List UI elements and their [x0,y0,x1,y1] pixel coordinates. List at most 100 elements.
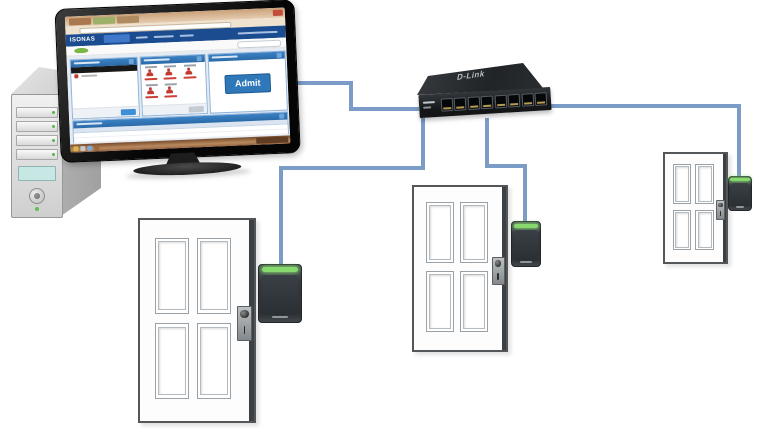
user-icon [163,65,183,81]
nav-item [135,36,148,39]
cable-switch-to-reader-2 [523,164,527,225]
ethernet-port [521,93,534,107]
door-panel [154,323,190,399]
cable-switch-to-reader-3 [541,104,741,108]
people-grid [144,64,203,99]
panel-header-icon [276,52,282,58]
door-panel [154,238,190,314]
panel-header-icon [279,113,285,119]
reader-face [513,229,539,261]
network-switch: D-Link [411,58,553,126]
taskbar-icon [87,145,93,151]
cable-monitor-to-switch [293,81,351,85]
company-logo-icon [74,47,89,54]
panel-people [139,53,209,117]
lock-plate [715,200,726,220]
panel-header-icon [128,58,134,65]
status-icon [74,74,79,79]
panel-header-icon [196,56,202,62]
door-panels [672,163,714,251]
lock-plate [236,306,253,341]
panel-footer [142,102,207,116]
browser-tab [68,17,92,26]
card-reader-3 [728,176,752,211]
panel-header [140,54,205,65]
card-reader-2 [511,221,541,267]
app-content: Admit [66,47,290,145]
browser-tab [116,15,140,24]
monitor: ISONAS [54,0,303,185]
monitor-screen: ISONAS [64,7,291,153]
drive-bay [16,135,58,146]
door-1 [138,218,256,423]
keyhole-icon [497,273,499,280]
nav-item [179,34,194,37]
user-icon [145,83,165,100]
user-icon [183,64,203,80]
ethernet-port [507,93,521,108]
close-icon [272,9,283,16]
ethernet-port [467,96,480,111]
keyhole-icon [719,211,721,216]
panel-action-button [188,105,204,113]
cable-monitor-to-switch [349,81,353,111]
reader-led [513,223,539,228]
app-brand-logo: ISONAS [69,36,96,44]
door-knob [718,202,723,208]
reader-face [261,275,299,316]
system-tray [256,136,289,144]
cable-switch-to-reader-2 [485,164,527,168]
drive-bay [16,149,58,160]
ethernet-port [453,97,467,111]
user-menu [237,30,278,35]
browser-tab [92,16,116,25]
server-tower [5,60,107,222]
tower-front-face [11,94,63,218]
cable-switch-to-reader-1 [279,166,283,268]
door-panel [695,209,714,251]
door-panel [459,270,488,333]
card-reader-1 [258,264,302,323]
door-panel [672,209,692,251]
list-item [71,71,137,81]
door-panel [196,323,232,399]
cable-switch-to-reader-3 [737,104,741,180]
ethernet-port [494,94,507,109]
admit-button[interactable]: Admit [224,73,272,95]
door-2 [412,185,508,352]
door-knob [494,260,502,267]
cable-switch-to-reader-1 [279,166,425,170]
panel-footer [72,105,140,119]
door-3 [663,152,728,264]
taskbar-icon [80,145,86,152]
nav-item-active [103,34,130,44]
reader-brand-label [271,316,289,319]
cable-switch-to-reader-2 [485,118,489,168]
door-panels [425,201,488,333]
door-panel [459,201,488,263]
power-led [35,207,39,211]
door-panel [425,201,454,263]
nav-item [153,35,174,39]
user-icon [164,83,184,99]
ethernet-port [480,95,494,110]
reader-led [261,267,299,273]
power-button-icon [29,188,45,204]
ethernet-port [534,92,548,106]
reader-face [730,182,750,207]
ethernet-port [440,97,453,112]
door-panel [672,163,692,205]
taskbar-icon [94,145,100,151]
door-panel [425,270,454,333]
switch-model-label [423,106,432,109]
drive-bay [16,121,58,132]
drive-bay [16,107,58,118]
door-panel [196,238,232,314]
switch-model-label [422,101,435,104]
keyhole-icon [243,326,246,335]
panel-admit: Admit [207,50,288,114]
door-panel [695,163,714,205]
cable-monitor-to-switch [349,107,419,111]
panel-header [208,51,285,62]
